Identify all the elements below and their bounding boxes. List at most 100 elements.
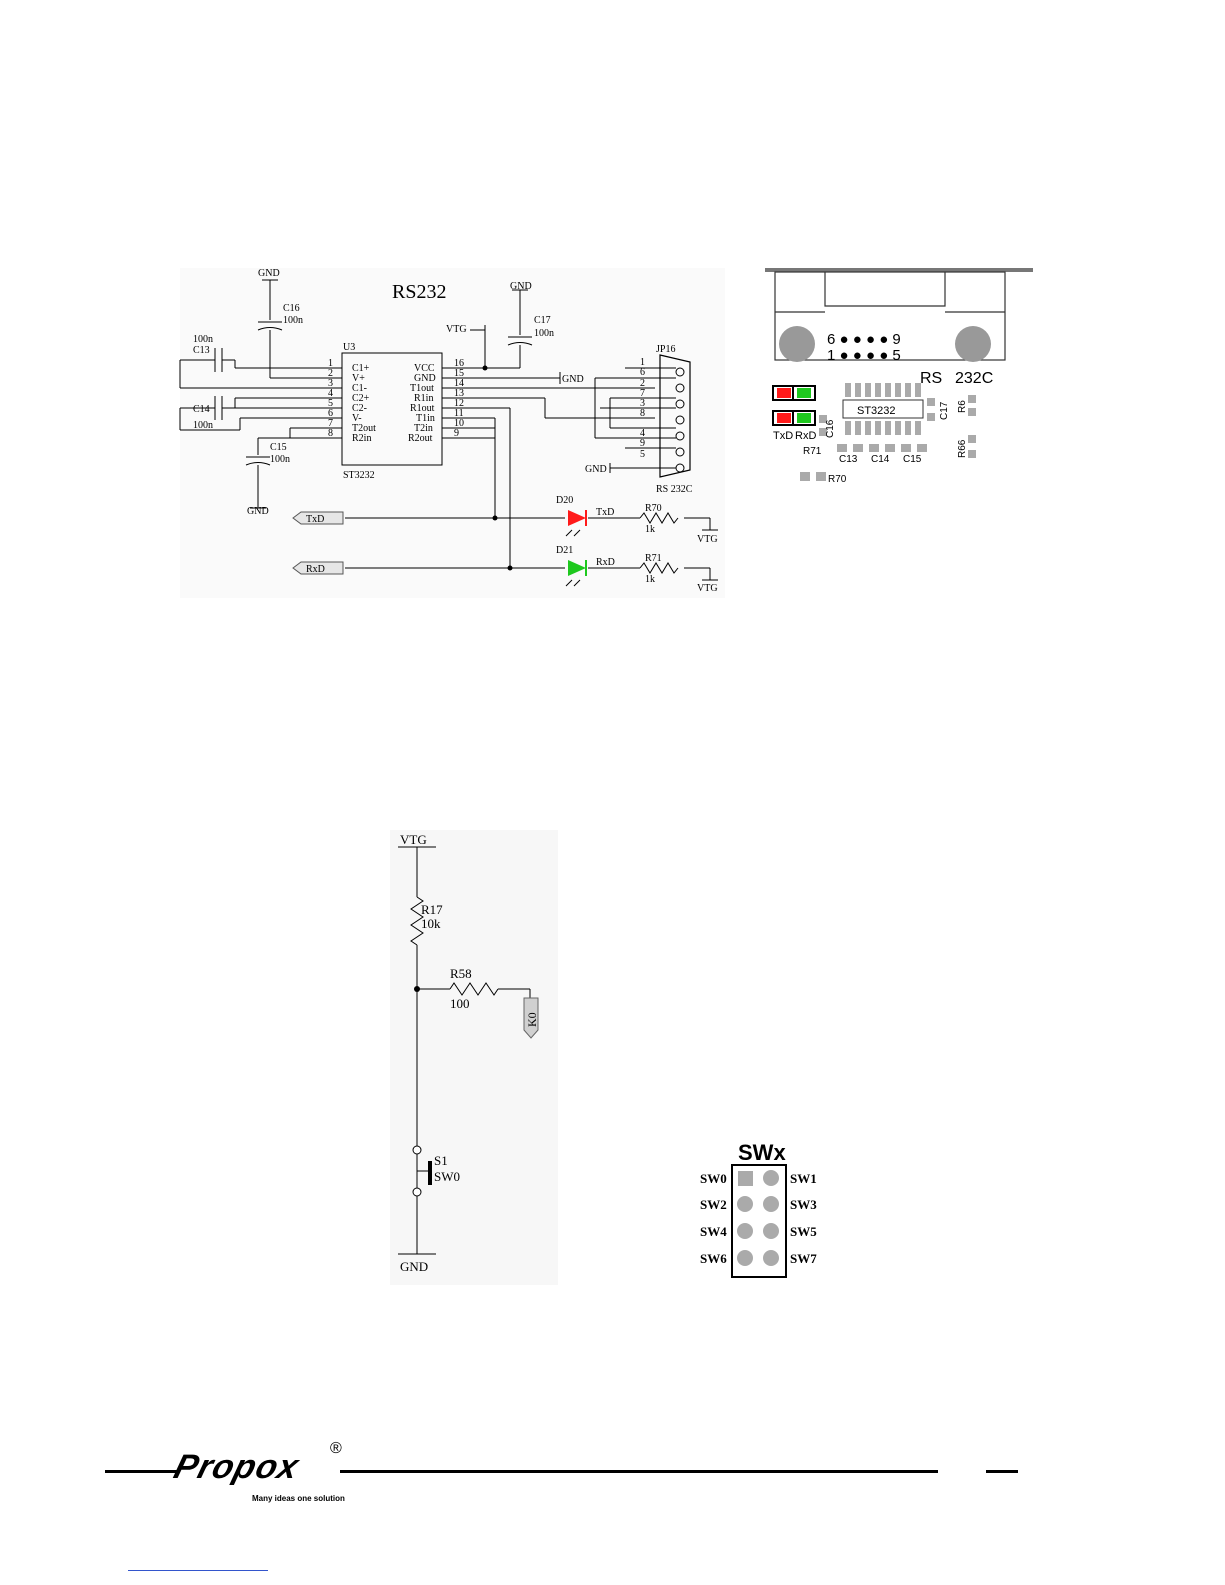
- pcb-c16: C16: [825, 419, 836, 438]
- ic-ref: U3: [343, 342, 355, 353]
- gnd-label: GND: [258, 268, 280, 279]
- r71-ref: R71: [645, 553, 662, 564]
- pin-num: 11: [454, 408, 464, 419]
- swx-left-label: SW2: [700, 1197, 727, 1212]
- r17-value: 10k: [421, 916, 441, 931]
- pin-num: 1: [328, 358, 333, 369]
- registered-mark: ®: [330, 1440, 342, 1457]
- vtg-label: VTG: [697, 534, 718, 545]
- gnd-label: GND: [247, 506, 269, 517]
- pin-num: 4: [328, 388, 333, 399]
- pin-num: 15: [454, 368, 464, 379]
- vtg-label: VTG: [697, 583, 718, 594]
- rxd-net: RxD: [596, 557, 615, 568]
- c14-value: 100n: [193, 420, 213, 431]
- swx-right-label: SW3: [790, 1197, 817, 1212]
- pin-num: 14: [454, 378, 464, 389]
- conn-pin: 2: [640, 378, 645, 389]
- pin-name: R1in: [414, 393, 433, 404]
- footer-tagline: Many ideas one solution: [252, 1494, 345, 1503]
- gnd-label: GND: [510, 281, 532, 292]
- c15-value: 100n: [270, 454, 290, 465]
- swx-right-label: SW7: [790, 1251, 817, 1266]
- swx-left-label: SW6: [700, 1251, 727, 1266]
- pin-name: T1in: [416, 413, 435, 424]
- r70-ref: R70: [645, 503, 662, 514]
- conn-pin: 3: [640, 398, 645, 409]
- footer-link-underline[interactable]: [128, 1570, 268, 1571]
- c15-ref: C15: [270, 442, 287, 453]
- rs232-title: RS232: [392, 281, 446, 303]
- rxd-port: [292, 561, 344, 575]
- pin-num: 7: [328, 418, 333, 429]
- swx-right-label: SW5: [790, 1224, 817, 1239]
- gnd-label: GND: [562, 374, 584, 385]
- c16-ref: C16: [283, 303, 300, 314]
- swx-left-label: SW4: [700, 1224, 727, 1239]
- swx-right-label: SW1: [790, 1171, 817, 1186]
- c16-value: 100n: [283, 315, 303, 326]
- k0-port: [523, 997, 539, 1039]
- r58-value: 100: [450, 996, 470, 1011]
- footer-rule-left: [105, 1470, 177, 1473]
- txd-port-label: TxD: [306, 514, 324, 525]
- pin-name: R1out: [410, 403, 435, 414]
- conn-pin: 4: [640, 428, 645, 439]
- pin-name: V-: [352, 413, 362, 424]
- conn-pin: 8: [640, 408, 645, 419]
- pin-name: V+: [352, 373, 365, 384]
- pin-name: R2out: [408, 433, 433, 444]
- r70-value: 1k: [645, 524, 655, 535]
- r17-ref: R17: [421, 902, 443, 917]
- pin-name: C1-: [352, 383, 367, 394]
- pcb-c15: C15: [903, 454, 922, 465]
- pcb-232c: 232C: [955, 370, 993, 387]
- pin-name: T2out: [352, 423, 376, 434]
- pin-num: 12: [454, 398, 464, 409]
- st3232-ic-body: [341, 352, 443, 466]
- pcb-pins-bottom: 1 ● ● ● ● 5: [827, 347, 901, 364]
- swx-title: SWx: [738, 1140, 786, 1165]
- pcb-c14: C14: [871, 454, 890, 465]
- pin-name: GND: [414, 373, 436, 384]
- pcb-r6: R6: [957, 400, 968, 413]
- connector-name: RS 232C: [656, 484, 693, 495]
- pcb-rs: RS: [920, 370, 942, 387]
- vtg-label: VTG: [400, 832, 427, 847]
- vtg-label: VTG: [446, 324, 467, 335]
- pin-num: 10: [454, 418, 464, 429]
- pcb-r66: R66: [957, 439, 968, 458]
- conn-pin: 5: [640, 449, 645, 460]
- k0-label: K0: [525, 1012, 539, 1027]
- pin-num: 13: [454, 388, 464, 399]
- pin-num: 6: [328, 408, 333, 419]
- conn-pin: 9: [640, 438, 645, 449]
- pcb-led-red: [777, 388, 791, 398]
- conn-pin: 6: [640, 367, 645, 378]
- led-d20: [568, 510, 586, 526]
- jp16-ref: JP16: [656, 344, 675, 355]
- r71-value: 1k: [645, 574, 655, 585]
- swx-header: SWx SW0 SW2 SW4 SW6 SW1 SW3 SW5 SW7: [700, 1140, 817, 1278]
- footer-rule-right: [986, 1470, 1018, 1473]
- pcb-ic-label: ST3232: [857, 405, 896, 417]
- gnd-label: GND: [585, 464, 607, 475]
- pin-name: VCC: [414, 363, 435, 374]
- pin-num: 16: [454, 358, 464, 369]
- s1-ref: S1: [434, 1153, 448, 1168]
- gnd-label: GND: [400, 1259, 428, 1274]
- conn-pin: 7: [640, 388, 645, 399]
- pin-name: T1out: [410, 383, 434, 394]
- r58-ref: R58: [450, 966, 472, 981]
- pin-num: 8: [328, 428, 333, 439]
- pin-num: 2: [328, 368, 333, 379]
- c17-value: 100n: [534, 328, 554, 339]
- conn-pin: 1: [640, 357, 645, 368]
- pcb-rxd: RxD: [795, 430, 816, 442]
- swx-left-label: SW0: [700, 1171, 727, 1186]
- switch-schematic-background: [390, 830, 558, 1285]
- txd-port: [292, 511, 344, 525]
- ic-right-pins: 16 VCC 15 GND 14 T1out 13 R1in 12 R1out …: [408, 358, 464, 444]
- led-d21: [568, 560, 586, 576]
